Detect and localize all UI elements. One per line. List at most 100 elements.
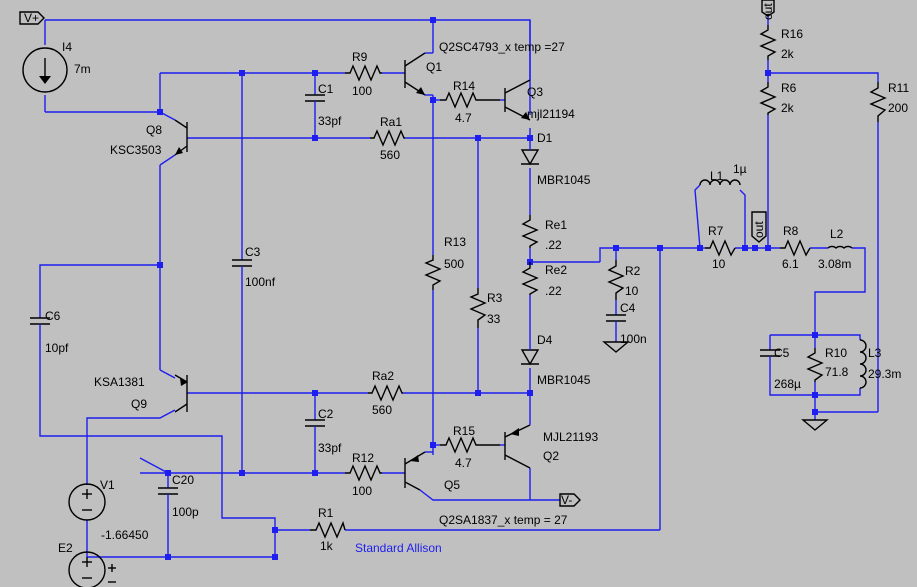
r2-value: 10 bbox=[625, 284, 639, 298]
l3-name: L3 bbox=[868, 346, 882, 360]
c1-name: C1 bbox=[318, 82, 334, 96]
q1-model: Q2SC4793_x temp =27 bbox=[439, 40, 565, 54]
c3-value: 100nf bbox=[245, 275, 276, 289]
r15-name: R15 bbox=[453, 424, 475, 438]
q3-symbol bbox=[504, 20, 531, 121]
v1-value: -1.66450 bbox=[101, 528, 149, 542]
r7-symbol bbox=[705, 239, 736, 257]
r1-symbol bbox=[310, 520, 346, 539]
d4-name: D4 bbox=[537, 333, 553, 347]
c5-name: C5 bbox=[774, 346, 790, 360]
q1-symbol bbox=[404, 52, 433, 96]
q2-symbol bbox=[504, 418, 531, 478]
r1-value: 1k bbox=[320, 539, 334, 553]
q5-model: Q2SA1837_x temp = 27 bbox=[439, 513, 568, 527]
q9-name: Q9 bbox=[131, 397, 147, 411]
e2-symbol bbox=[68, 551, 116, 587]
r6-name: R6 bbox=[781, 81, 797, 95]
d1-name: D1 bbox=[537, 131, 553, 145]
r14-value: 4.7 bbox=[455, 111, 472, 125]
q9-model: KSA1381 bbox=[94, 375, 145, 389]
r12-symbol bbox=[345, 464, 382, 482]
re1-value: .22 bbox=[545, 238, 562, 252]
q1-name: Q1 bbox=[426, 60, 442, 74]
q8-symbol bbox=[174, 119, 188, 156]
ground-c4 bbox=[602, 341, 630, 353]
symbols bbox=[19, 0, 887, 587]
r11-value: 200 bbox=[888, 101, 908, 115]
vminus-label: V- bbox=[561, 493, 572, 507]
c1-symbol bbox=[305, 94, 325, 108]
c1-value: 33pf bbox=[318, 114, 342, 128]
re1-symbol bbox=[521, 215, 539, 248]
r2-symbol bbox=[607, 260, 625, 300]
d4-model: MBR1045 bbox=[537, 373, 591, 387]
q5-symbol bbox=[404, 451, 433, 491]
out-top-label: out bbox=[761, 3, 775, 20]
r9-name: R9 bbox=[352, 50, 368, 64]
r15-symbol bbox=[440, 436, 500, 454]
l2-symbol bbox=[827, 245, 853, 249]
q2-name: Q2 bbox=[543, 449, 559, 463]
c2-symbol bbox=[305, 419, 325, 433]
r2-name: R2 bbox=[625, 264, 641, 278]
ra1-name: Ra1 bbox=[380, 115, 402, 129]
i4-name: I4 bbox=[62, 40, 72, 54]
vplus-tag bbox=[19, 11, 45, 25]
out-top-tag bbox=[761, 0, 775, 17]
out-mid-label: out bbox=[752, 221, 766, 238]
c2-name: C2 bbox=[318, 407, 334, 421]
r10-name: R10 bbox=[825, 346, 847, 360]
e2-name: E2 bbox=[58, 541, 73, 555]
r12-name: R12 bbox=[352, 451, 374, 465]
vminus-tag bbox=[559, 493, 581, 507]
r15-value: 4.7 bbox=[455, 456, 472, 470]
r6-symbol bbox=[759, 82, 777, 115]
r16-name: R16 bbox=[781, 27, 803, 41]
r11-name: R11 bbox=[888, 81, 909, 95]
r3-name: R3 bbox=[487, 291, 503, 305]
ra2-symbol bbox=[368, 384, 403, 402]
r12-value: 100 bbox=[352, 484, 372, 498]
c5-symbol bbox=[760, 349, 780, 362]
re2-symbol bbox=[521, 262, 539, 295]
c2-value: 33pf bbox=[318, 441, 342, 455]
l3-value: 29.3m bbox=[868, 367, 901, 381]
r9-symbol bbox=[345, 64, 382, 82]
c5-value: 268µ bbox=[774, 377, 801, 391]
l3-symbol bbox=[859, 339, 867, 389]
c4-name: C4 bbox=[620, 301, 636, 315]
q5-name: Q5 bbox=[444, 478, 460, 492]
c20-symbol bbox=[158, 487, 178, 500]
r14-symbol bbox=[440, 91, 500, 109]
r1-name: R1 bbox=[318, 506, 334, 520]
l2-value: 3.08m bbox=[818, 257, 851, 271]
r6-value: 2k bbox=[781, 101, 795, 115]
r13-name: R13 bbox=[444, 235, 466, 249]
r14-name: R14 bbox=[453, 79, 475, 93]
c6-symbol bbox=[30, 317, 50, 332]
schematic-title: Standard Allison bbox=[355, 541, 442, 555]
r13-value: 500 bbox=[444, 257, 464, 271]
r11-symbol bbox=[869, 82, 887, 122]
r10-value: 71.8 bbox=[825, 365, 849, 379]
c3-name: C3 bbox=[245, 245, 261, 259]
vplus-label: V+ bbox=[24, 11, 39, 25]
r3-value: 33 bbox=[487, 312, 501, 326]
re2-value: .22 bbox=[545, 284, 562, 298]
l1-symbol bbox=[699, 179, 741, 186]
ra1-value: 560 bbox=[380, 148, 400, 162]
q3-name: Q3 bbox=[527, 85, 543, 99]
d1-symbol bbox=[520, 145, 540, 166]
c4-value: 100n bbox=[620, 332, 647, 346]
r13-symbol bbox=[424, 255, 442, 290]
c6-value: 10pf bbox=[45, 341, 69, 355]
v1-symbol bbox=[68, 483, 106, 521]
r8-value: 6.1 bbox=[782, 257, 799, 271]
r8-name: R8 bbox=[783, 224, 799, 238]
r8-symbol bbox=[780, 239, 811, 257]
wires bbox=[39, 15, 879, 558]
c3-symbol bbox=[232, 259, 252, 272]
out-mid-tag bbox=[751, 211, 767, 243]
